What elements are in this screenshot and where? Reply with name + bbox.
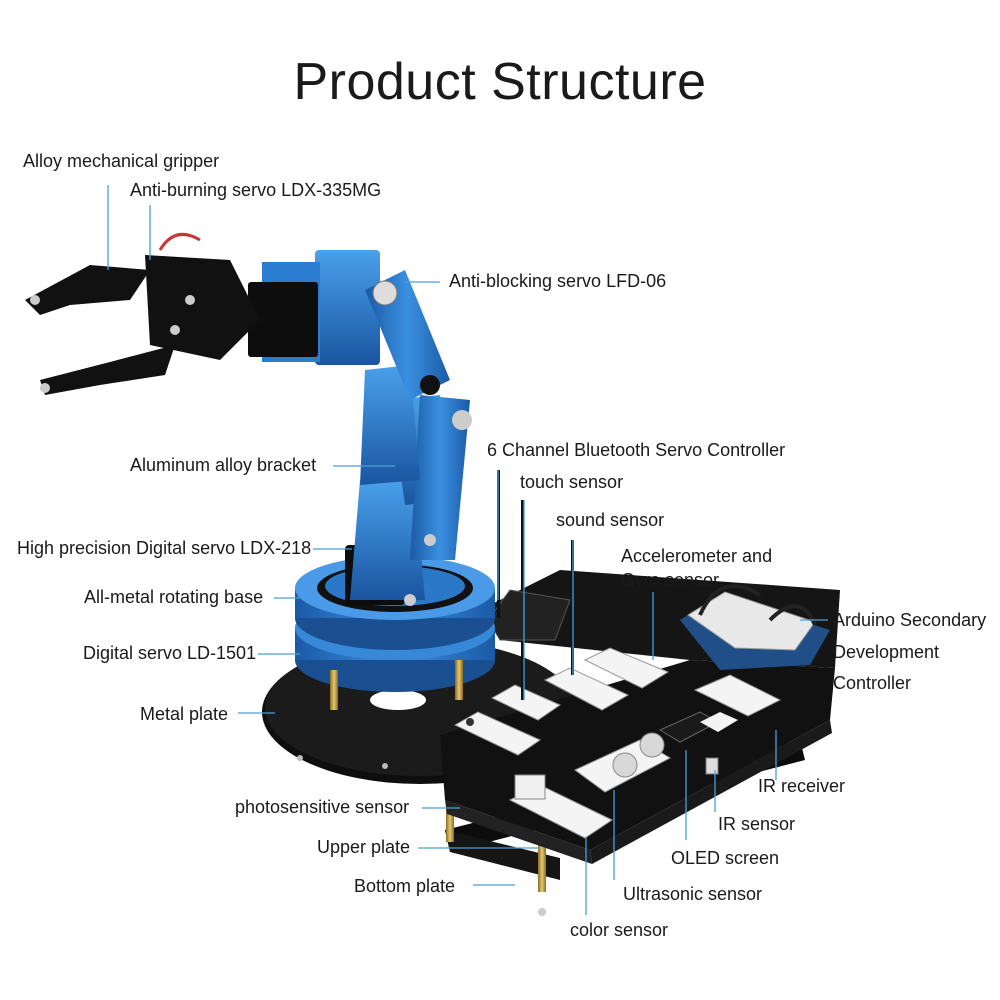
ir-sensor: [705, 757, 719, 775]
label-oled-screen: OLED screen: [671, 848, 780, 868]
accelerometer-gyro-sensor: [583, 647, 670, 689]
label-bottom-plate: Bottom plate: [354, 876, 456, 896]
servo-lfd-06: [315, 250, 450, 400]
photosensitive-sensor: [453, 711, 542, 756]
page-title: Product Structure: [293, 53, 707, 111]
label-alloy-gripper: Alloy mechanical gripper: [23, 151, 220, 171]
ultrasonic-sensor: [574, 732, 672, 793]
alloy-mechanical-gripper: [25, 232, 260, 395]
color-sensor: [508, 774, 614, 839]
oled-screen: [658, 711, 738, 743]
servo-ldx-335mg: [248, 262, 320, 362]
label-sound-sensor: sound sensor: [556, 510, 665, 530]
label-color-sensor: color sensor: [570, 920, 669, 940]
label-high-precision-servo: High precision Digital servo LDX-218: [17, 538, 312, 558]
label-arduino-line3: Controller: [833, 673, 912, 693]
label-anti-burning-servo: Anti-burning servo LDX-335MG: [130, 180, 382, 200]
label-metal-plate: Metal plate: [140, 704, 229, 724]
label-aluminum-bracket: Aluminum alloy bracket: [130, 455, 317, 475]
aluminum-alloy-bracket: [350, 365, 472, 606]
label-ir-receiver: IR receiver: [758, 776, 846, 796]
label-touch-sensor: touch sensor: [520, 472, 624, 492]
bluetooth-servo-controller: [487, 470, 571, 641]
label-arduino-line1: Arduino Secondary: [833, 610, 987, 630]
label-upper-plate: Upper plate: [317, 837, 411, 857]
label-ir-sensor: IR sensor: [718, 814, 796, 834]
ir-receiver: [693, 674, 782, 717]
arduino-controller: [680, 584, 830, 670]
label-digital-servo: Digital servo LD-1501: [83, 643, 257, 663]
label-ultrasonic-sensor: Ultrasonic sensor: [623, 884, 763, 904]
label-photosensitive-sensor: photosensitive sensor: [235, 797, 410, 817]
leader-lines: [107, 185, 828, 915]
label-anti-blocking-servo: Anti-blocking servo LFD-06: [449, 271, 667, 291]
label-bluetooth-controller: 6 Channel Bluetooth Servo Controller: [487, 440, 786, 460]
label-rotating-base: All-metal rotating base: [84, 587, 264, 607]
label-arduino-line2: Development: [833, 642, 940, 662]
label-accelerometer-line2: Gyro sensor: [621, 570, 720, 590]
label-accelerometer-line1: Accelerometer and: [621, 546, 773, 566]
